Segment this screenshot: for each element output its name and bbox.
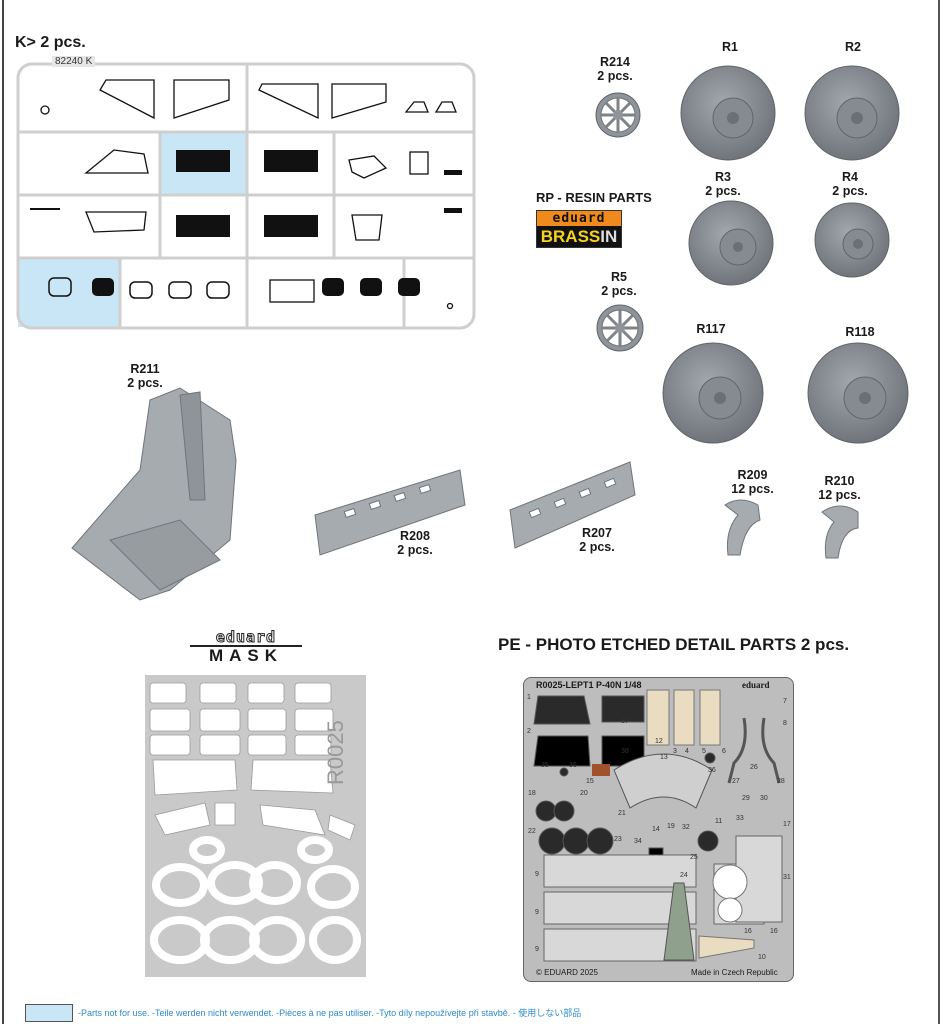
mask-logo-top: eduard: [215, 628, 277, 646]
pe-part-number: 6: [722, 748, 726, 755]
pe-part-number: 19: [667, 823, 675, 830]
part-label-r2: R2: [845, 40, 861, 54]
brassin-logo-top: eduard: [537, 211, 621, 226]
pe-part-number: 11: [715, 818, 723, 825]
brassin-logo: eduard BRASSIN: [536, 210, 622, 248]
pe-part-number: 7: [783, 698, 787, 705]
part-label-r118: R118: [845, 325, 875, 339]
pe-part-number: 20: [580, 790, 588, 797]
pe-belt: [698, 935, 755, 959]
pe-part-number: 8: [783, 720, 787, 727]
pe-part-number: 16: [770, 928, 778, 935]
pe-part-number: 18: [528, 790, 536, 797]
pe-part-number: 9: [535, 946, 539, 953]
pe-part-number: 5: [702, 748, 706, 755]
page-border-right: [938, 0, 946, 1024]
pe-part-number: 15: [586, 778, 594, 785]
pe-fret: R0025-LEPT1 P-40N 1/48 eduard © EDUARD 2…: [523, 677, 794, 982]
legend-swatch: [25, 1004, 73, 1022]
pe-part-number: 28: [777, 778, 785, 785]
resin-parts-illustrations: [71, 65, 909, 601]
pe-part-number: 33: [736, 815, 744, 822]
wheel-r3: [688, 200, 774, 286]
pe-fret-code: R0025-LEPT1 P-40N 1/48: [536, 680, 642, 690]
pe-part-number: 24: [680, 872, 688, 879]
sprue-diagram: [16, 62, 476, 330]
pe-part-number: 37: [621, 718, 629, 725]
pe-part-number: 25: [690, 854, 698, 861]
legend-text: -Parts not for use. -Teile werden nicht …: [78, 1008, 582, 1018]
duct-r209: [724, 499, 761, 556]
duct-r210: [821, 505, 859, 559]
pe-part-number: 26: [750, 764, 758, 771]
resin-section-title: RP - RESIN PARTS: [536, 190, 652, 205]
pe-section-title: PE - PHOTO ETCHED DETAIL PARTS 2 pcs.: [498, 635, 850, 654]
pe-part-number: 22: [528, 828, 536, 835]
pe-origin: Made in Czech Republic: [691, 968, 778, 977]
pe-part-number: 2: [527, 728, 531, 735]
mask-sheet: R0025: [145, 675, 366, 977]
spoked-wheel-r5: [596, 304, 644, 352]
pe-part-number: 27: [732, 778, 740, 785]
pe-part-number: 30: [760, 795, 768, 802]
pe-part-number: 3: [673, 748, 677, 755]
pe-part-number: 36: [569, 762, 577, 769]
part-label-r1: R1: [722, 40, 738, 54]
mask-code: R0025: [323, 720, 348, 785]
pe-part-number: 17: [783, 821, 791, 828]
pe-harness: [663, 882, 695, 961]
brassin-logo-bottom: BRASSIN: [537, 226, 621, 247]
pe-part-number: 13: [660, 754, 668, 761]
pe-colored-part: [592, 764, 610, 776]
wheel-r117: [662, 342, 764, 444]
panel-r207: [509, 461, 636, 549]
pe-part-number: 9: [535, 909, 539, 916]
pe-part-number: 23: [614, 836, 622, 843]
sprue-title: K> 2 pcs.: [15, 34, 86, 51]
page-border-left: [2, 0, 4, 1024]
mask-logo: eduard MASK: [190, 628, 302, 664]
pe-part-number: 36: [708, 767, 716, 774]
wheel-r118: [807, 342, 909, 444]
pe-part-number: 34: [634, 838, 642, 845]
pe-parts: [533, 689, 783, 962]
mask-logo-bottom: MASK: [190, 645, 302, 664]
pe-part-number: 9: [535, 871, 539, 878]
pe-part-number: 1: [527, 694, 531, 701]
spoked-wheel-r214: [595, 92, 641, 138]
pe-part-number: 32: [682, 824, 690, 831]
pe-part-number: 12: [655, 738, 663, 745]
pe-part-number: 10: [758, 954, 766, 961]
pe-brand: eduard: [742, 680, 770, 690]
sprue-code: 82240 K: [52, 56, 96, 67]
pe-part-number: 35: [541, 762, 549, 769]
wheel-r2: [804, 65, 900, 161]
wheel-r4: [814, 202, 890, 278]
pe-copyright: © EDUARD 2025: [536, 968, 598, 977]
pe-instrument-arc: [613, 753, 713, 809]
part-label-r117: R117: [696, 322, 726, 336]
pe-part-number: 38: [621, 748, 629, 755]
seat-r211: [71, 387, 237, 601]
pe-part-number: 4: [685, 748, 689, 755]
mask-windows: [149, 682, 361, 964]
pe-part-number: 29: [742, 795, 750, 802]
wheel-r1: [680, 65, 776, 161]
pe-part-number: 14: [652, 826, 660, 833]
pe-part-number: 16: [744, 928, 752, 935]
pe-part-number: 21: [618, 810, 626, 817]
panel-r208: [314, 469, 466, 556]
pe-part-number: 31: [783, 874, 791, 881]
